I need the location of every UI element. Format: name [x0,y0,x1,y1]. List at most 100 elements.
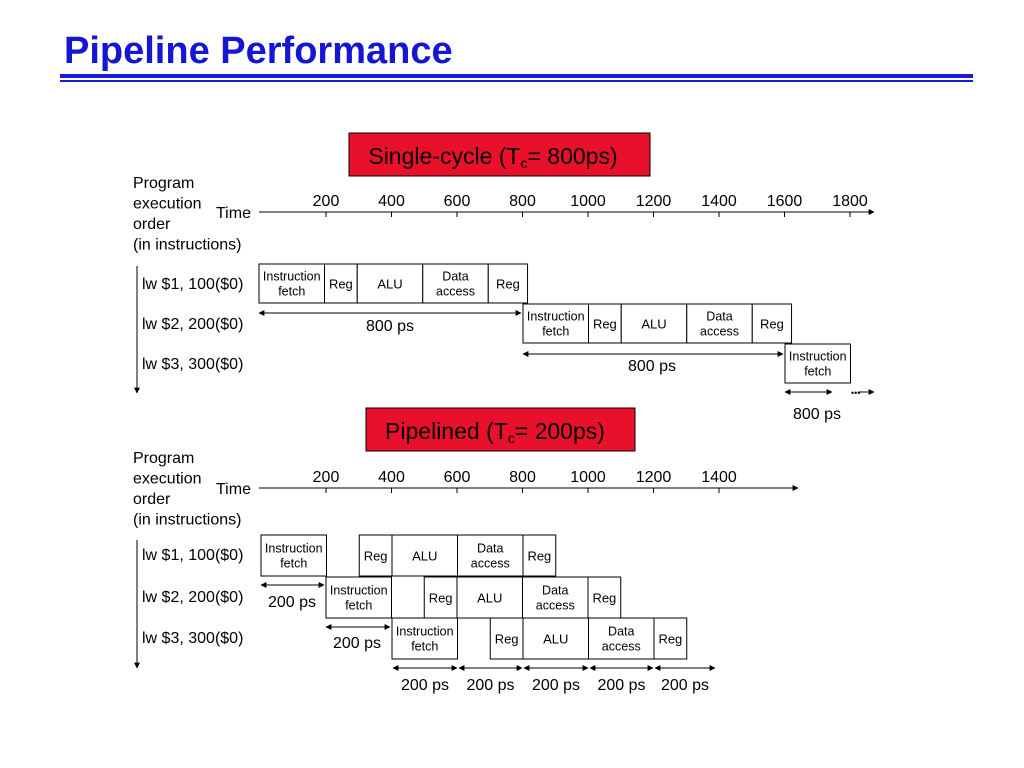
single-order-label: (in instructions) [133,237,241,254]
single-tick-label: 1600 [767,193,803,210]
single-stage-label: Data [442,270,468,284]
pipe-stage-label: fetch [280,557,307,571]
pipe-step-label: 200 ps [597,677,645,694]
pipe-step-label: 200 ps [401,677,449,694]
pipe-stage-box [489,617,524,660]
single-tick-label: 400 [378,193,405,210]
single-stage-label: Reg [593,317,617,332]
pipe-stage-label: Instruction [330,584,388,598]
pipe-stage-label: Instruction [396,625,454,639]
pipe-tick-label: 400 [378,469,405,486]
pipe-stage-box [588,617,655,660]
pipe-stage-label: Reg [658,632,682,647]
pipe-stage-label: access [536,599,575,613]
single-banner-text: Single-cycle (Tc= 800ps) [368,143,617,171]
pipe-stage-box [587,576,622,619]
single-banner [348,132,651,177]
single-tick-label: 200 [313,193,340,210]
pipe-tick-label: 600 [444,469,471,486]
pipe-step-label: 200 ps [466,677,514,694]
single-stage-label: ALU [641,317,666,332]
single-stage-box [588,303,622,344]
pipe-stage-box [522,534,557,577]
pipe-stage-box [522,617,589,660]
pipe-stage-label: Data [477,542,503,556]
pipe-tick-label: 1200 [636,469,672,486]
pipe-section: Pipelined (Tc= 200ps)Programexecutionord… [133,407,737,694]
pipe-duration-label: 200 ps [268,594,316,611]
pipe-stage-label: access [471,557,510,571]
pipe-instruction-label: lw $3, 300($0) [142,630,243,647]
single-stage-label: fetch [804,365,831,379]
single-stage-label: Data [706,310,732,324]
pipe-time-label: Time [216,481,251,498]
single-tick-label: 1000 [570,193,606,210]
pipe-stage-label: Reg [495,632,519,647]
single-stage-box [258,263,325,304]
pipe-stage-label: ALU [477,591,502,606]
single-tick-label: 1200 [636,193,672,210]
pipe-stage-label: ALU [543,632,568,647]
single-tick-label: 1800 [832,193,868,210]
single-stage-box [620,303,688,344]
pipe-stage-box [456,576,523,619]
pipe-stage-box [391,534,458,577]
single-stage-label: access [700,325,739,339]
single-instruction-label: lw $1, 100($0) [142,276,243,293]
pipe-stage-box [325,576,392,619]
single-stage-label: Instruction [263,270,321,284]
pipe-duration-label: 200 ps [333,635,381,652]
pipe-instruction-label: lw $2, 200($0) [142,589,243,606]
pipe-stage-label: Data [542,584,568,598]
pipe-stage-box [457,534,524,577]
pipe-tick-label: 1400 [701,469,737,486]
pipe-stage-label: ALU [412,549,437,564]
single-stage-label: Reg [496,277,520,292]
single-section: Single-cycle (Tc= 800ps) Program execution… [133,132,868,423]
single-stage-box [356,263,424,304]
single-order-label: execution [133,196,202,213]
pipe-step-label: 200 ps [532,677,580,694]
single-stage-label: fetch [542,325,569,339]
pipe-tick-label: 800 [509,469,536,486]
single-stage-box [751,303,793,344]
pipe-stage-label: fetch [345,599,372,613]
title-underline [60,74,973,78]
single-stage-label: Reg [760,317,784,332]
pipe-stage-label: Reg [429,591,453,606]
pipe-order-label: execution [133,471,202,488]
single-duration-label: 800 ps [366,318,414,335]
single-instruction-label: lw $2, 200($0) [142,316,243,333]
pipe-stage-box [358,534,393,577]
pipe-banner [365,407,636,452]
single-order-label: Program [133,175,194,192]
title-underline-thin [60,80,973,82]
single-stage-label: ALU [377,277,402,292]
pipe-stage-box [423,576,458,619]
pipe-stage-box [260,534,327,577]
single-tick-label: 800 [509,193,536,210]
single-stage-label: fetch [278,285,305,299]
single-continuation-dots: ••• [851,388,860,398]
pipe-step-label: 200 ps [661,677,709,694]
pipe-stage-label: Reg [592,591,616,606]
single-stage-box [686,303,753,344]
single-stage-box [522,303,589,344]
single-instruction-label: lw $3, 300($0) [142,356,243,373]
single-stage-label: access [436,285,475,299]
single-order-label: order [133,216,171,233]
single-tick-label: 600 [444,193,471,210]
pipe-tick-label: 200 [313,469,340,486]
single-stage-box [487,263,529,304]
pipe-stage-label: Reg [364,549,388,564]
single-duration-label: 800 ps [793,406,841,423]
pipe-stage-label: Instruction [265,542,323,556]
pipe-instruction-label: lw $1, 100($0) [142,547,243,564]
pipe-stage-box [522,576,589,619]
single-time-label: Time [216,205,251,222]
single-stage-label: Instruction [527,310,585,324]
pipe-stage-label: Data [608,625,634,639]
pipe-tick-label: 1000 [570,469,606,486]
pipe-stage-label: access [602,640,641,654]
